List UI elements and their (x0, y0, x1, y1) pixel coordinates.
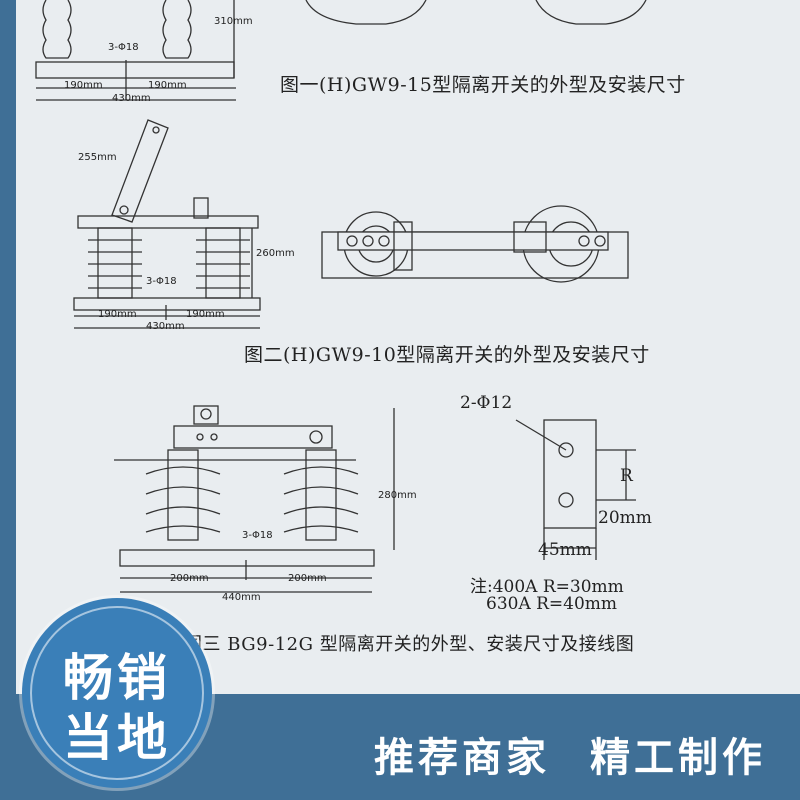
slogan-part-1: 推荐商家 (374, 735, 550, 781)
terminal-plate (543, 419, 597, 529)
best-seller-badge: 畅销 当地 (22, 598, 212, 788)
figure2-insulator-left (88, 227, 142, 299)
figure1-span-total: 430mm (112, 93, 151, 104)
figure3-span-left: 200mm (170, 573, 209, 584)
terminal-note-1: 注:400A R=30mm (470, 577, 624, 597)
figure2-crossbar (77, 215, 259, 229)
figure2-blade (111, 119, 169, 223)
technical-drawing (35, 0, 647, 593)
terminal-width: 45mm (538, 540, 592, 560)
badge-line-1: 畅销 (63, 649, 171, 707)
figure1-holes-label: 3-Φ18 (108, 42, 139, 53)
figure3-base (119, 549, 375, 567)
figure3-insulator-right (283, 449, 359, 541)
drawing-sheet: 310mm 3-Φ18 190mm 190mm 430mm 图一(H)GW9-1… (16, 0, 800, 694)
figure1-height-dim: 310mm (214, 16, 253, 27)
figure2-span-right: 190mm (186, 309, 225, 320)
figure3-caption: 图三 BG9-12G 型隔离开关的外型、安装尺寸及接线图 (184, 634, 635, 655)
figure1-span-left: 190mm (64, 80, 103, 91)
terminal-holes-label: 2-Φ12 (460, 393, 513, 413)
figure2-span-total: 430mm (146, 321, 185, 332)
figure2-caption: 图二(H)GW9-10型隔离开关的外型及安装尺寸 (244, 344, 650, 366)
badge-ring (30, 606, 204, 780)
figure1-top-view-right (535, 0, 647, 25)
terminal-offset: 20mm (598, 508, 652, 528)
figure1-insulators (42, 0, 192, 59)
figure3-height-dim: 280mm (378, 490, 417, 501)
badge-line-2: 当地 (63, 709, 171, 767)
figure3-insulator-left (145, 449, 221, 541)
figure3-holes-label: 3-Φ18 (242, 530, 273, 541)
figure1-base (35, 61, 235, 79)
terminal-r-label: R (620, 466, 633, 486)
figure2-holes-label: 3-Φ18 (146, 276, 177, 287)
figure3-span-right: 200mm (288, 573, 327, 584)
figure1-top-view-left (305, 0, 427, 25)
figure2-insulator-right (196, 227, 250, 299)
figure3-blade (173, 425, 333, 449)
figure2-base (73, 297, 261, 311)
figure2-span-left: 190mm (98, 309, 137, 320)
terminal-note-2: 630A R=40mm (486, 594, 618, 614)
figure1-caption: 图一(H)GW9-15型隔离开关的外型及安装尺寸 (280, 74, 686, 96)
figure2-height-dim: 260mm (256, 248, 295, 259)
slogan: 推荐商家精工制作 (374, 725, 766, 783)
figure3-hinge (193, 405, 219, 425)
figure1-span-right: 190mm (148, 80, 187, 91)
slogan-part-2: 精工制作 (590, 735, 766, 781)
figure2-blade-length: 255mm (78, 152, 117, 163)
figure3-span-total: 440mm (222, 592, 261, 603)
